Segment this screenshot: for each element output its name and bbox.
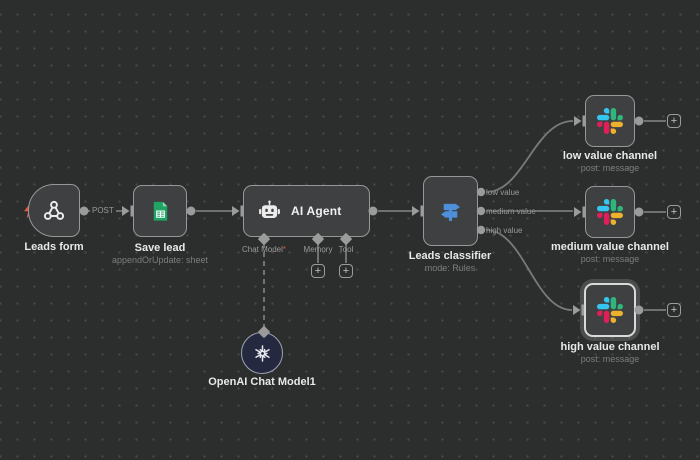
node-subtitle-slack-medium: post: message	[580, 254, 640, 264]
output-port-slack-low[interactable]	[634, 116, 644, 126]
node-openai-chat-model[interactable]	[241, 332, 283, 374]
input-port-ai-agent	[232, 205, 244, 217]
add-node-after-slack-high-button[interactable]: +	[667, 303, 681, 317]
node-slack-high-value[interactable]	[584, 283, 636, 337]
node-label-save-lead: Save lead	[134, 242, 186, 254]
output-label-low-value: low value	[486, 188, 520, 197]
output-port-classifier-low[interactable]	[476, 187, 486, 197]
output-port-classifier-medium[interactable]	[476, 206, 486, 216]
output-label-medium-value: medium value	[486, 207, 536, 216]
switch-classifier-icon	[440, 203, 461, 221]
add-node-after-slack-medium-button[interactable]: +	[667, 205, 681, 219]
output-port-slack-medium[interactable]	[634, 207, 644, 217]
slack-icon	[597, 297, 623, 323]
slack-icon	[597, 108, 623, 134]
node-subtitle-slack-low: post: message	[580, 163, 640, 173]
node-label-leads-form: Leads form	[24, 241, 84, 253]
input-port-save-lead	[122, 205, 134, 217]
port-label-tool: Tool	[338, 245, 354, 254]
google-sheets-icon	[153, 201, 167, 221]
node-label-slack-medium: medium value channel	[551, 241, 669, 253]
input-port-slack-low	[574, 115, 586, 127]
node-label-slack-high: high value channel	[560, 341, 660, 353]
form-trigger-icon	[43, 200, 65, 220]
node-subtitle-slack-high: post: message	[580, 354, 640, 364]
node-label-ai-agent: AI Agent	[291, 204, 342, 218]
port-label-chat-model: Chat Model*	[241, 245, 287, 254]
node-label-slack-low: low value channel	[562, 150, 658, 162]
connection-method-label: POST	[90, 206, 116, 215]
output-port-save-lead[interactable]	[186, 206, 196, 216]
output-port-classifier-high[interactable]	[476, 225, 486, 235]
required-marker: *	[282, 245, 287, 254]
node-label-openai-model: OpenAI Chat Model1	[208, 376, 316, 388]
add-memory-button[interactable]: +	[311, 264, 325, 278]
node-save-lead[interactable]	[133, 185, 187, 237]
output-port-leads-form[interactable]	[79, 206, 89, 216]
node-ai-agent[interactable]: AI Agent	[243, 185, 370, 237]
input-port-slack-medium	[574, 206, 586, 218]
input-port-slack-high	[573, 304, 585, 316]
add-tool-button[interactable]: +	[339, 264, 353, 278]
connection-classifier-high	[485, 229, 573, 311]
port-label-memory: Memory	[303, 245, 333, 254]
openai-icon	[252, 344, 272, 362]
node-label-leads-classifier: Leads classifier	[408, 250, 492, 262]
node-slack-low-value[interactable]	[585, 95, 635, 147]
node-leads-form[interactable]	[28, 184, 80, 237]
robot-icon	[259, 199, 280, 218]
input-port-classifier	[412, 205, 424, 217]
node-slack-medium-value[interactable]	[585, 186, 635, 238]
slack-icon	[597, 199, 623, 225]
connection-classifier-low	[485, 120, 574, 193]
add-node-after-slack-low-button[interactable]: +	[667, 114, 681, 128]
node-subtitle-leads-classifier: mode: Rules	[424, 263, 476, 273]
output-label-high-value: high value	[486, 226, 523, 235]
node-leads-classifier[interactable]	[423, 176, 478, 246]
node-subtitle-save-lead: appendOrUpdate: sheet	[111, 255, 209, 265]
